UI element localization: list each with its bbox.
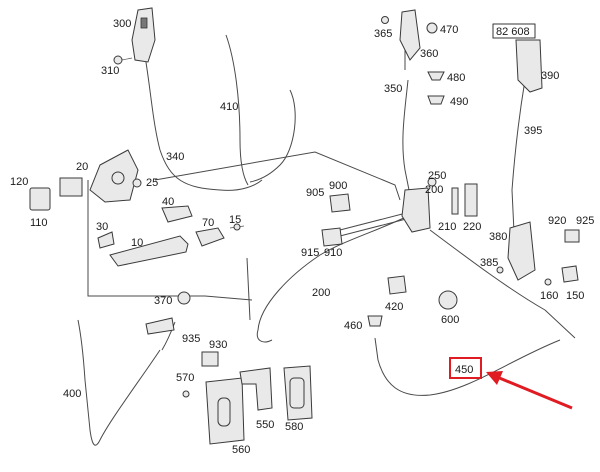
label-380: 380 bbox=[489, 231, 507, 243]
label-20: 20 bbox=[76, 161, 88, 173]
label-120: 120 bbox=[10, 176, 28, 188]
label-150: 150 bbox=[566, 290, 584, 302]
part-420-clip bbox=[387, 275, 407, 295]
label-30: 30 bbox=[96, 221, 108, 233]
label-40: 40 bbox=[162, 196, 174, 208]
part-150-clip bbox=[561, 265, 579, 283]
part-300-bracket bbox=[131, 7, 156, 63]
label-930: 930 bbox=[209, 339, 227, 351]
label-220: 220 bbox=[463, 221, 481, 233]
label-160: 160 bbox=[540, 290, 558, 302]
label-365: 365 bbox=[374, 28, 392, 40]
label-360: 360 bbox=[420, 48, 438, 60]
part-10-handle bbox=[109, 235, 189, 267]
part-365-screw bbox=[381, 16, 389, 24]
label-450-highlight-box bbox=[449, 357, 482, 379]
label-110: 110 bbox=[30, 217, 48, 229]
part-labels: 300 310 410 340 365 470 360 480 490 350 … bbox=[10, 18, 594, 456]
label-15: 15 bbox=[229, 214, 241, 226]
part-400-cable-end bbox=[145, 317, 175, 335]
parts bbox=[29, 7, 580, 445]
label-905: 905 bbox=[306, 187, 324, 199]
label-920: 920 bbox=[548, 215, 566, 227]
part-220-cover bbox=[464, 183, 478, 217]
label-910: 910 bbox=[324, 247, 342, 259]
part-250-bolt bbox=[427, 177, 437, 187]
label-25: 25 bbox=[146, 177, 158, 189]
part-385-screw bbox=[496, 266, 504, 274]
label-460: 460 bbox=[344, 320, 362, 332]
label-600: 600 bbox=[441, 314, 459, 326]
part-360-inner-handle bbox=[399, 9, 421, 61]
part-390-handle bbox=[515, 39, 543, 93]
label-420: 420 bbox=[385, 301, 403, 313]
callout-arrow bbox=[486, 371, 573, 410]
label-470: 470 bbox=[440, 24, 458, 36]
label-550: 550 bbox=[256, 419, 274, 431]
label-385: 385 bbox=[480, 257, 498, 269]
label-450: 450 bbox=[455, 364, 473, 376]
part-15-screw bbox=[229, 223, 245, 231]
part-370-clip bbox=[177, 291, 191, 305]
cable-lines bbox=[77, 25, 576, 446]
part-490-clip bbox=[427, 95, 445, 105]
label-200b: 200 bbox=[425, 184, 443, 196]
part-30-seal bbox=[97, 231, 115, 249]
label-395: 395 bbox=[524, 125, 542, 137]
label-200: 200 bbox=[312, 287, 330, 299]
part-920-clip bbox=[564, 229, 580, 243]
label-70: 70 bbox=[202, 217, 214, 229]
label-570: 570 bbox=[176, 372, 194, 384]
label-300: 300 bbox=[113, 18, 131, 30]
part-25-screw bbox=[132, 178, 142, 188]
label-480: 480 bbox=[447, 72, 465, 84]
part-910-rod-end bbox=[321, 227, 343, 247]
label-370: 370 bbox=[154, 295, 172, 307]
part-40-cap bbox=[161, 205, 193, 223]
label-560: 560 bbox=[232, 444, 250, 456]
label-580: 580 bbox=[285, 421, 303, 433]
label-925: 925 bbox=[576, 215, 594, 227]
part-570-screw bbox=[182, 390, 190, 398]
part-70-cover bbox=[195, 227, 225, 247]
part-460-retainer bbox=[367, 315, 383, 327]
label-310: 310 bbox=[101, 65, 119, 77]
label-490: 490 bbox=[450, 96, 468, 108]
label-915: 915 bbox=[301, 247, 319, 259]
part-900-bracket bbox=[329, 193, 351, 213]
part-lock bbox=[401, 187, 431, 233]
part-930-clip bbox=[201, 351, 219, 367]
part-470-clip bbox=[426, 22, 438, 34]
label-410: 410 bbox=[220, 101, 238, 113]
label-350: 350 bbox=[384, 83, 402, 95]
label-250: 250 bbox=[428, 170, 446, 182]
label-210: 210 bbox=[438, 221, 456, 233]
label-82608-box bbox=[492, 23, 536, 39]
label-400: 400 bbox=[63, 388, 81, 400]
label-340: 340 bbox=[166, 151, 184, 163]
part-310-screw bbox=[113, 55, 133, 65]
label-10: 10 bbox=[131, 237, 143, 249]
label-82608: 82 608 bbox=[496, 26, 530, 38]
part-550-bracket bbox=[239, 367, 273, 411]
label-900: 900 bbox=[329, 180, 347, 192]
part-160-screw bbox=[544, 278, 552, 286]
part-380-bracket bbox=[507, 221, 536, 281]
part-600-plug bbox=[438, 290, 458, 310]
label-390: 390 bbox=[541, 70, 559, 82]
label-935: 935 bbox=[182, 333, 200, 345]
part-480-knob bbox=[427, 71, 445, 81]
part-110-cap bbox=[29, 187, 51, 211]
part-210-seal bbox=[451, 187, 459, 215]
